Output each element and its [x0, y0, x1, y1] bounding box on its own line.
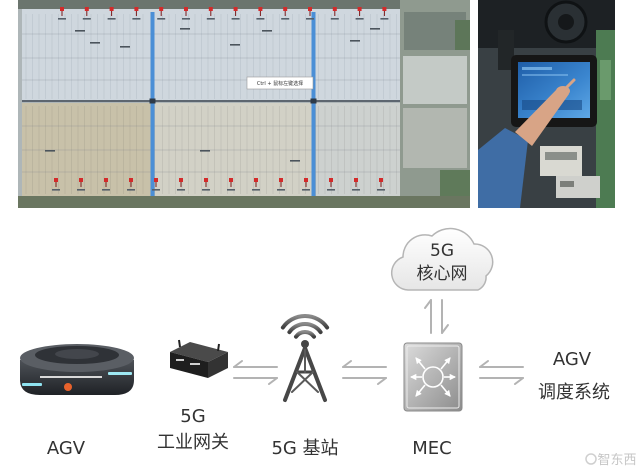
mec-label: MEC [412, 438, 451, 459]
map-label-mark [370, 28, 380, 30]
bidirectional-arrow-icon [479, 360, 524, 385]
map-label-mark [350, 40, 360, 42]
industrial-gateway-icon [170, 339, 228, 378]
map-label-mark [290, 160, 300, 162]
core-network-cloud: 5G 核心网 [390, 227, 494, 291]
agv-label: AGV [47, 438, 86, 459]
dispatch-label-system: 调度系统 [538, 382, 610, 403]
map-agv-marker [157, 7, 166, 20]
agv-logo-icon [64, 383, 72, 391]
map-agv-marker [177, 178, 185, 191]
map-agv-marker [52, 178, 60, 191]
mec-server-icon [403, 342, 463, 412]
map-agv-marker [152, 178, 160, 191]
map-agv-marker [252, 178, 260, 191]
map-agv-marker [127, 178, 135, 191]
bidirectional-arrow-icon [424, 299, 449, 334]
watermark: 智东西 [585, 453, 637, 468]
map-zone-lower-left [22, 103, 151, 196]
photo-tablet [511, 55, 597, 127]
map-agv-marker [256, 7, 265, 20]
map-agv-marker [82, 7, 91, 20]
map-zone-right [400, 0, 470, 208]
cloud-label-5g: 5G [430, 241, 454, 261]
map-label-mark [90, 42, 100, 44]
map-agv-marker [77, 178, 85, 191]
map-route-line-left [150, 12, 155, 198]
map-parking-slots [22, 14, 400, 194]
map-agv-marker [377, 178, 385, 191]
map-label-mark [45, 150, 55, 152]
photo-mount-arm [498, 30, 514, 70]
map-label-mark [262, 30, 272, 32]
map-label-mark [180, 28, 190, 30]
gateway-label-name: 工业网关 [157, 432, 229, 453]
map-agv-marker [302, 178, 310, 191]
map-agv-markers [52, 7, 389, 191]
map-agv-marker [352, 178, 360, 191]
map-label-mark [75, 30, 85, 32]
map-route-node [149, 98, 156, 104]
photo-blue-sleeve [478, 128, 528, 208]
photo-electrical-box [540, 146, 600, 198]
link-arrows [233, 299, 524, 385]
map-zone-lower-mid [155, 103, 312, 196]
map-bottom-trees [18, 196, 470, 208]
map-agv-marker [277, 178, 285, 191]
map-label-mark [230, 44, 240, 46]
antenna-tower-icon [280, 314, 330, 402]
agv-robot-icon [20, 344, 134, 395]
map-agv-marker [281, 7, 290, 20]
map-label-mark [200, 150, 210, 152]
map-agv-marker [102, 178, 110, 191]
map-agv-marker [107, 7, 116, 20]
map-agv-marker [231, 7, 240, 20]
bidirectional-arrow-icon [342, 360, 387, 385]
map-agv-marker [202, 178, 210, 191]
operator-tablet-photo [478, 0, 615, 208]
map-agv-marker [330, 7, 339, 20]
map-zone-lower-right [316, 103, 400, 196]
map-tooltip: Ctrl + 鼠标左键选择 [246, 76, 314, 90]
dispatch-label-agv: AGV [553, 349, 592, 370]
map-agv-marker [380, 7, 389, 20]
map-agv-marker [327, 178, 335, 191]
map-agv-marker [206, 7, 215, 20]
warehouse-map-screenshot: Ctrl + 鼠标左键选择 [18, 0, 470, 208]
map-tooltip-text: Ctrl + 鼠标左键选择 [257, 80, 303, 87]
map-agv-marker [355, 7, 364, 20]
map-route-node [310, 98, 317, 104]
map-agv-marker [58, 7, 66, 20]
cloud-icon [390, 227, 494, 291]
watermark-text: 智东西 [597, 453, 636, 468]
map-agv-marker [182, 7, 190, 20]
map-label-mark [120, 46, 130, 48]
map-route-line-right [311, 12, 316, 198]
map-zone-upper [22, 9, 400, 101]
cloud-label-core: 核心网 [417, 264, 468, 284]
gateway-label-5g: 5G [180, 406, 205, 427]
base-station-label: 5G 基站 [271, 438, 338, 459]
map-agv-marker [132, 7, 141, 20]
watermark-logo-icon [585, 453, 597, 465]
map-agv-marker [306, 7, 314, 20]
map-roof-edge [18, 0, 470, 9]
map-agv-marker [227, 178, 235, 191]
photo-arm [515, 88, 569, 146]
bidirectional-arrow-icon [233, 360, 278, 385]
